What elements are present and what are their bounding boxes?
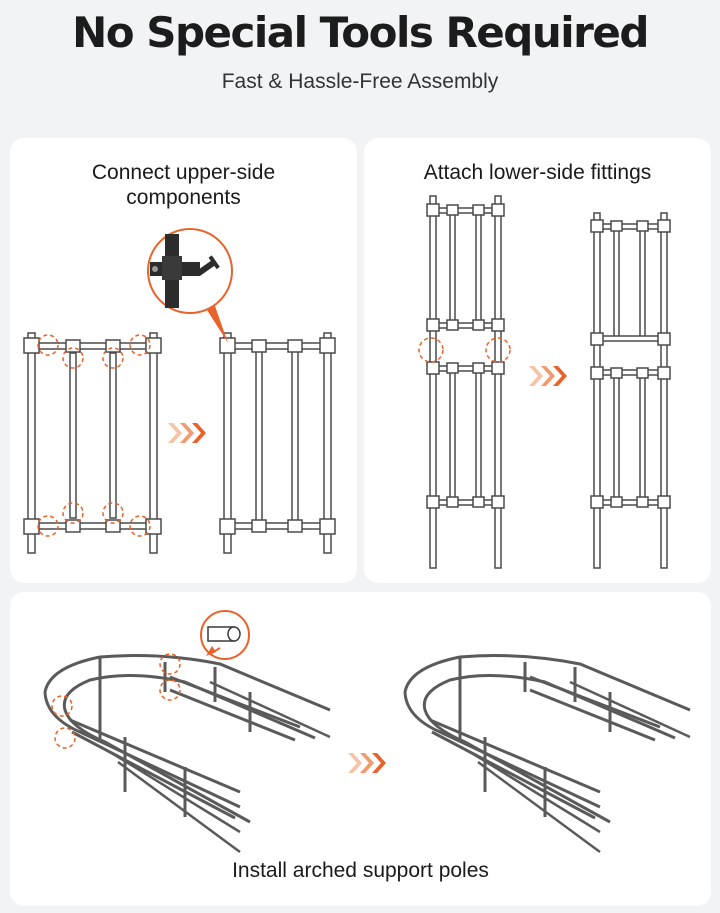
- bed-after: [403, 654, 691, 854]
- triple-chevron-right-icon: [168, 423, 206, 443]
- arched-assembly-diagram: [43, 610, 691, 854]
- magnifier-detail-icon: [147, 228, 233, 343]
- frame-after: [219, 332, 336, 554]
- bed-before: [43, 653, 331, 854]
- upper-assembly-diagram: [23, 228, 336, 554]
- tower-after: [590, 212, 671, 569]
- tower-before: [418, 195, 511, 569]
- step-panel-arched: Install arched support poles: [10, 592, 711, 906]
- page-title: No Special Tools Required: [72, 8, 649, 57]
- step-panel-lower: Attach lower-side fittings: [364, 138, 711, 583]
- frame-before: [23, 332, 162, 554]
- step-label-lower: Attach lower-side fittings: [423, 161, 652, 184]
- step-label-arched: Install arched support poles: [232, 859, 489, 882]
- step-label-upper: Connect upper-side components: [91, 161, 276, 209]
- triple-chevron-right-icon: [529, 366, 567, 386]
- page-subtitle: Fast & Hassle-Free Assembly: [221, 70, 499, 93]
- lower-assembly-diagram: [418, 195, 671, 569]
- triple-chevron-right-icon: [348, 753, 386, 773]
- step-panel-upper: Connect upper-side components: [10, 138, 357, 583]
- magnifier-detail-icon: [200, 610, 250, 660]
